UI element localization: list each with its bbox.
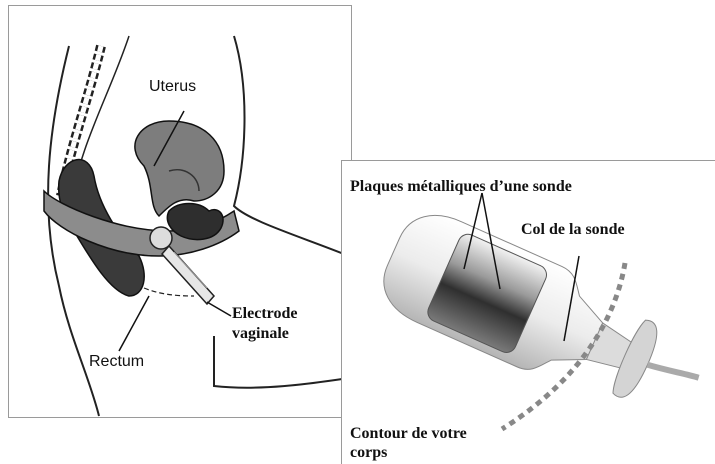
electrode-label-line1: Electrode [232, 304, 297, 323]
uterus-shape [135, 121, 224, 216]
body-contour-label-line2: corps [350, 443, 387, 462]
anatomy-illustration [9, 6, 352, 418]
body-contour-label-line1: Contour de votre [350, 424, 467, 443]
uterus-label: Uterus [149, 78, 196, 96]
metal-plates-label: Plaques métalliques d’une sonde [350, 177, 572, 196]
probe-illustration [342, 161, 715, 464]
rectum-label: Rectum [89, 353, 144, 371]
anatomy-cross-section-panel: Uterus Rectum [8, 5, 352, 418]
probe-neck-label: Col de la sonde [521, 220, 625, 239]
electrode-label-line2: vaginale [232, 324, 289, 343]
probe-photo-panel: Plaques métalliques d’une sonde Col de l… [341, 160, 715, 464]
